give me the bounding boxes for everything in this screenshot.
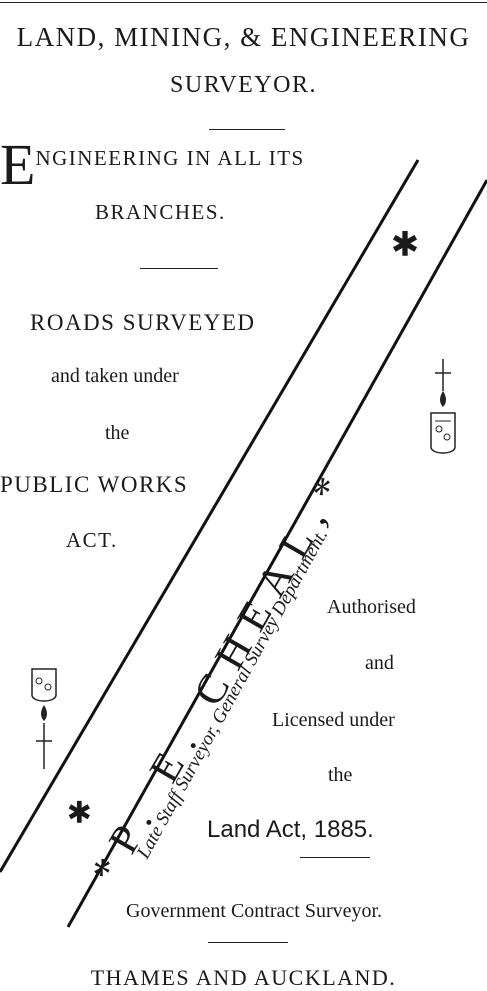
footer-rule bbox=[208, 942, 288, 943]
branches-text: BRANCHES. bbox=[95, 200, 226, 224]
authorised-text: Authorised bbox=[327, 596, 416, 618]
land-act-text: Land Act, 1885. bbox=[207, 816, 374, 843]
location-text: THAMES AND AUCKLAND. bbox=[90, 965, 397, 990]
left-separator-rule bbox=[140, 268, 218, 269]
header-line2: SURVEYOR. bbox=[170, 72, 317, 98]
public-works-text: PUBLIC WORKS bbox=[0, 472, 189, 497]
the-text-right: the bbox=[328, 764, 353, 786]
header-line1: LAND, MINING, & ENGINEERING bbox=[16, 22, 471, 52]
licensed-under-text: Licensed under bbox=[272, 709, 395, 731]
the-text-left: the bbox=[105, 422, 130, 444]
right-separator-rule bbox=[300, 857, 370, 858]
act-text: ACT. bbox=[66, 528, 118, 552]
top-rule bbox=[0, 2, 487, 3]
separator-rule bbox=[209, 129, 285, 130]
roads-surveyed-text: ROADS SURVEYED bbox=[30, 310, 256, 335]
pen-nib-ornament-left bbox=[31, 668, 57, 769]
engineering-heading: ENGINEERING IN ALL ITS bbox=[0, 136, 305, 194]
and-text: and bbox=[365, 652, 394, 674]
contract-surveyor-text: Government Contract Surveyor. bbox=[126, 900, 383, 922]
taken-under-text: and taken under bbox=[51, 365, 179, 387]
pen-nib-ornament-right bbox=[430, 359, 456, 454]
dropcap: E bbox=[0, 132, 36, 197]
engineering-text: NGINEERING IN ALL ITS bbox=[35, 146, 305, 170]
